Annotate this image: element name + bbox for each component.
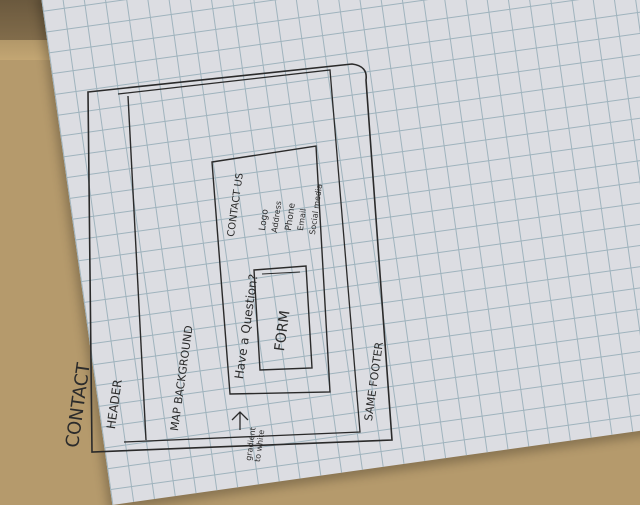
outer-frame <box>87 63 393 453</box>
contact-box <box>211 145 331 395</box>
form-box <box>253 265 313 371</box>
wireframe-sketch <box>87 63 393 453</box>
gradient-arrow <box>231 411 249 430</box>
form-box-inner <box>261 271 301 275</box>
content-frame <box>117 69 361 443</box>
header-divider <box>127 95 147 441</box>
